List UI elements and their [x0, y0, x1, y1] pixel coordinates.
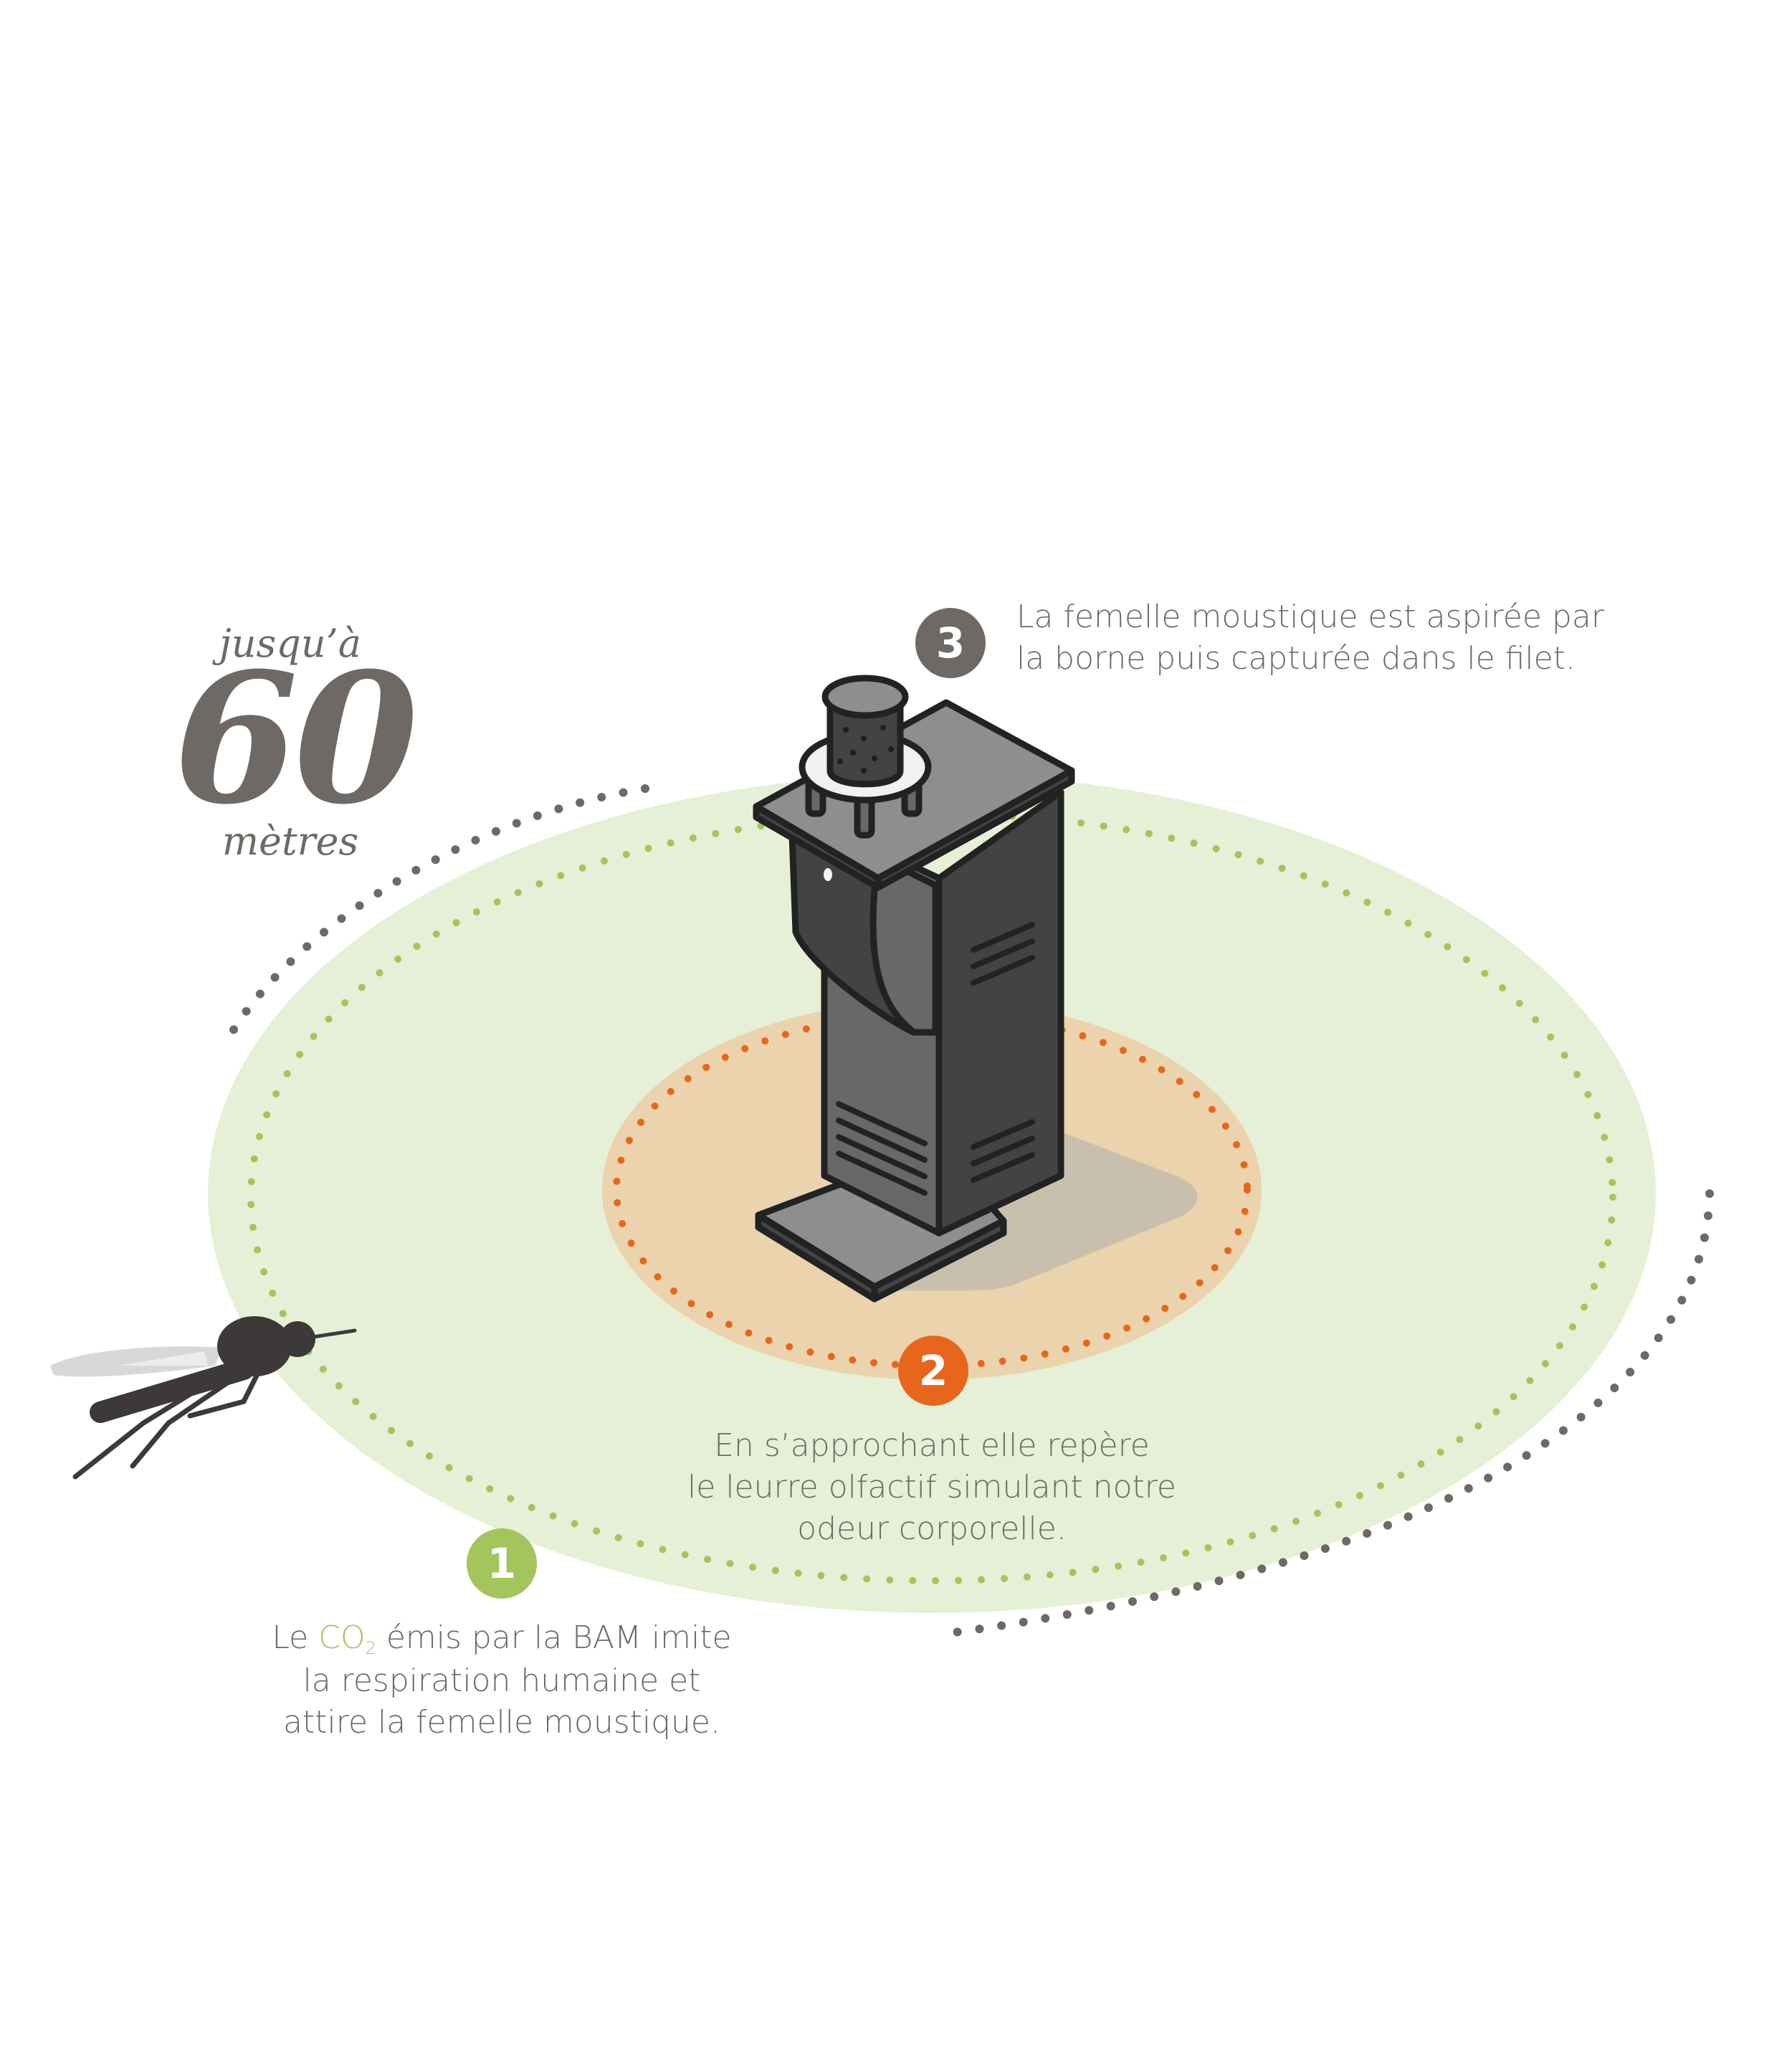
step-badge-1: 1 — [467, 1528, 537, 1599]
co2-label: CO2 — [318, 1619, 376, 1658]
step-2-line: En s’approchant elle repère — [714, 1427, 1150, 1464]
outer-zone-dotted-border — [247, 810, 1616, 1584]
range-arc-top — [221, 784, 649, 1047]
distance-value: 60 — [173, 633, 419, 844]
intake-highlight — [824, 868, 832, 881]
trap-device-icon — [753, 675, 1075, 1303]
step-badge-2: 2 — [898, 1336, 968, 1406]
step-1-line: attire la femelle moustique. — [283, 1703, 720, 1741]
step-1-text-before: Le — [272, 1619, 319, 1656]
range-arc-bottom — [935, 1189, 1714, 1639]
mosquito-icon — [50, 1316, 357, 1480]
step-1-line: la respiration humaine et — [302, 1662, 701, 1699]
net-dots — [837, 725, 894, 774]
step-1-line-co2: Le CO2 émis par la BAM imite — [179, 1617, 824, 1660]
step-3-line: La femelle moustique est aspirée par — [1016, 599, 1604, 635]
step-1-text-after: émis par la BAM imite — [376, 1619, 732, 1656]
distance-prefix: jusqu’à — [219, 621, 361, 666]
step-1-description: Le CO2 émis par la BAM imite la respirat… — [179, 1617, 824, 1743]
co2-text: CO — [318, 1619, 366, 1656]
step-3-description: La femelle moustique est aspirée par la … — [1016, 596, 1604, 680]
co2-subscript: 2 — [365, 1638, 376, 1658]
distance-suffix: mètres — [221, 819, 359, 864]
step-3-line: la borne puis capturée dans le filet. — [1016, 640, 1576, 677]
step-2-line: le leurre olfactif simulant notre — [687, 1469, 1176, 1506]
step-badge-3: 3 — [915, 608, 986, 678]
step-2-line: odeur corporelle. — [797, 1510, 1067, 1548]
step-2-description: En s’approchant elle repère le leurre ol… — [609, 1425, 1254, 1550]
